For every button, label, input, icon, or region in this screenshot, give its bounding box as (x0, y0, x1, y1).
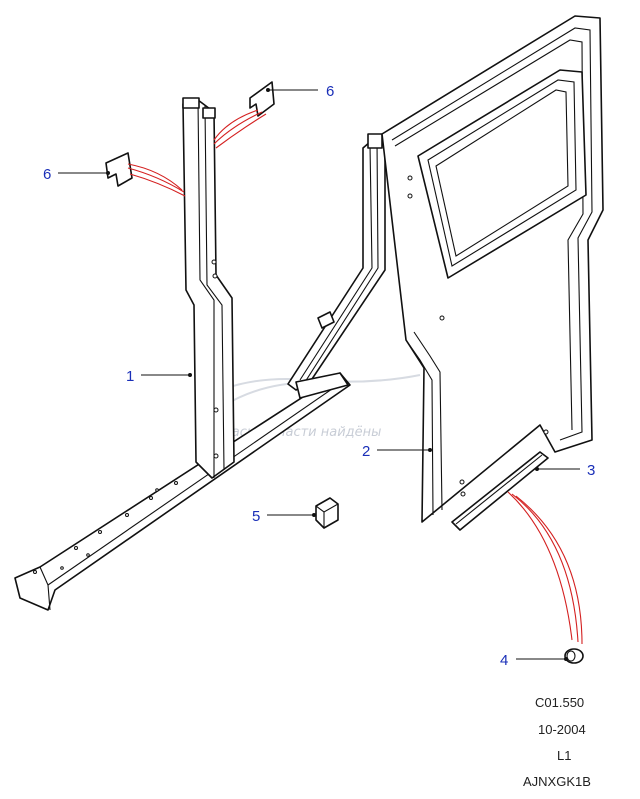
leader-lines (58, 88, 580, 661)
code-variant: L1 (557, 748, 571, 763)
callout-4: 4 (500, 652, 508, 669)
callout-6-left: 6 (43, 166, 51, 183)
reference-lines (127, 109, 583, 645)
part-6-bracket-left (105, 152, 133, 187)
callouts: 1 2 3 4 5 6 6 (43, 83, 595, 669)
part-1-frame (14, 97, 386, 611)
code-date: 10-2004 (538, 722, 586, 737)
part-5-pad (315, 497, 339, 529)
part-6-bracket-right (249, 81, 275, 117)
part-2-door (381, 15, 604, 523)
callout-5: 5 (252, 508, 260, 525)
reference-codes: C01.550 10-2004 L1 AJNXGK1B (523, 695, 591, 789)
code-figure-number: C01.550 (535, 695, 584, 710)
part-4-clip (564, 648, 584, 664)
code-model: AJNXGK1B (523, 774, 591, 789)
callout-2: 2 (362, 443, 370, 460)
callout-3: 3 (587, 462, 595, 479)
callout-1: 1 (126, 368, 134, 385)
part-3-seal-strip (451, 451, 549, 531)
callout-6-right: 6 (326, 83, 334, 100)
